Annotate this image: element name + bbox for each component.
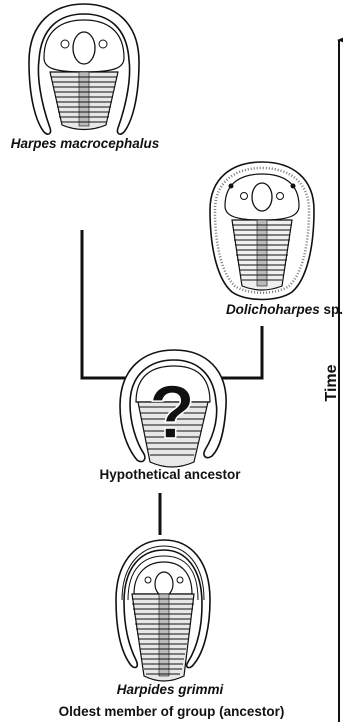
- harpides-trilobite-figure: [116, 540, 210, 681]
- harpides-species: grimmi: [178, 682, 223, 697]
- dolichoharpes-genus: Dolichoharpes: [226, 302, 320, 317]
- label-dolichoharpes: Dolichoharpes sp.: [200, 302, 343, 318]
- label-harpides-grimmi: Harpides grimmi: [60, 682, 280, 698]
- branch-dolichoharpes: [218, 326, 262, 378]
- dolichoharpes-trilobite-figure: [210, 162, 314, 300]
- branch-harpes: [82, 230, 126, 378]
- label-hypothetical-ancestor: Hypothetical ancestor: [60, 467, 280, 483]
- dolichoharpes-suffix: sp.: [323, 302, 343, 317]
- time-axis-label: Time: [323, 353, 341, 413]
- hypothetical-ancestor-figure: ?: [120, 350, 226, 467]
- question-mark: ?: [149, 370, 195, 455]
- label-harpes-macrocephalus: Harpes macrocephalus: [0, 136, 170, 152]
- harpes-genus: Harpes: [11, 136, 57, 151]
- harpides-genus: Harpides: [117, 682, 175, 697]
- harpes-species: macrocephalus: [60, 136, 159, 151]
- harpes-trilobite-figure: [29, 4, 139, 134]
- label-oldest-member: Oldest member of group (ancestor): [0, 704, 343, 720]
